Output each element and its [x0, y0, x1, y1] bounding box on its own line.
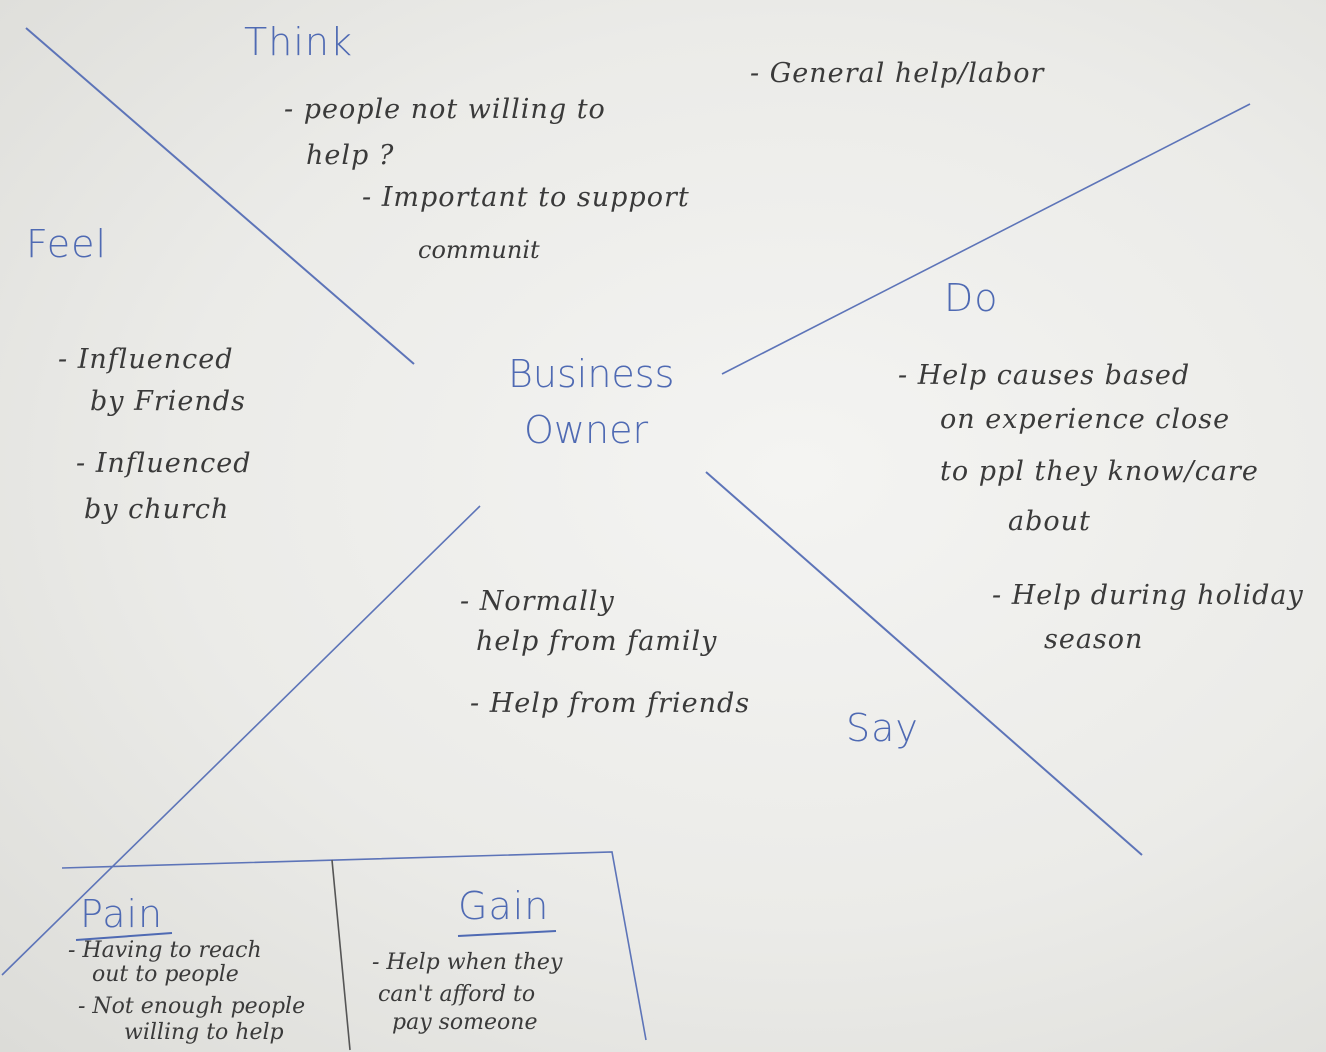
say-item-1: - Normally: [460, 586, 615, 617]
do-item-1: - Help causes based: [898, 360, 1191, 391]
divider-top-left: [25, 27, 415, 365]
pain-gain-divider: [331, 859, 351, 1051]
pain-item-1: - Having to reach: [68, 938, 262, 963]
do-item-2: on experience close: [940, 404, 1231, 435]
center-label-line-1: Business: [508, 352, 675, 396]
feel-item-1: - Influenced: [58, 344, 234, 375]
do-item-4: about: [1008, 506, 1091, 537]
pain-item-3: - Not enough people: [78, 994, 306, 1019]
divider-bottom-left: [1, 505, 481, 976]
divider-top-right: [721, 103, 1251, 375]
say-item-3: - Help from friends: [470, 688, 751, 719]
general-help-note: - General help/labor: [750, 58, 1045, 89]
feel-label: Feel: [26, 222, 108, 266]
divider-bottom-right: [705, 471, 1143, 856]
feel-item-3: - Influenced: [76, 448, 252, 479]
think-item-3: - Important to support: [362, 182, 690, 213]
think-item-2: help ?: [306, 140, 395, 171]
think-label: Think: [244, 20, 353, 64]
think-item-4: communit: [418, 236, 540, 264]
gain-item-3: pay someone: [392, 1010, 538, 1035]
do-label: Do: [944, 276, 999, 320]
do-item-5: - Help during holiday: [992, 580, 1304, 611]
pain-item-2: out to people: [92, 962, 239, 987]
gain-item-1: - Help when they: [372, 950, 563, 975]
gain-underline: [457, 930, 557, 937]
think-item-1: - people not willing to: [284, 94, 606, 125]
say-label: Say: [846, 706, 919, 750]
pain-label: Pain: [80, 892, 164, 936]
pain-underline: [75, 932, 173, 941]
do-item-6: season: [1044, 624, 1144, 655]
pain-item-4: willing to help: [124, 1020, 284, 1045]
feel-item-4: by church: [84, 494, 230, 525]
do-item-3: to ppl they know/care: [940, 456, 1259, 487]
say-item-2: help from family: [476, 626, 718, 657]
pain-gain-box: [61, 851, 647, 1041]
center-label-line-2: Owner: [524, 408, 649, 452]
feel-item-2: by Friends: [90, 386, 246, 417]
gain-label: Gain: [458, 884, 550, 928]
gain-item-2: can't afford to: [378, 982, 536, 1007]
